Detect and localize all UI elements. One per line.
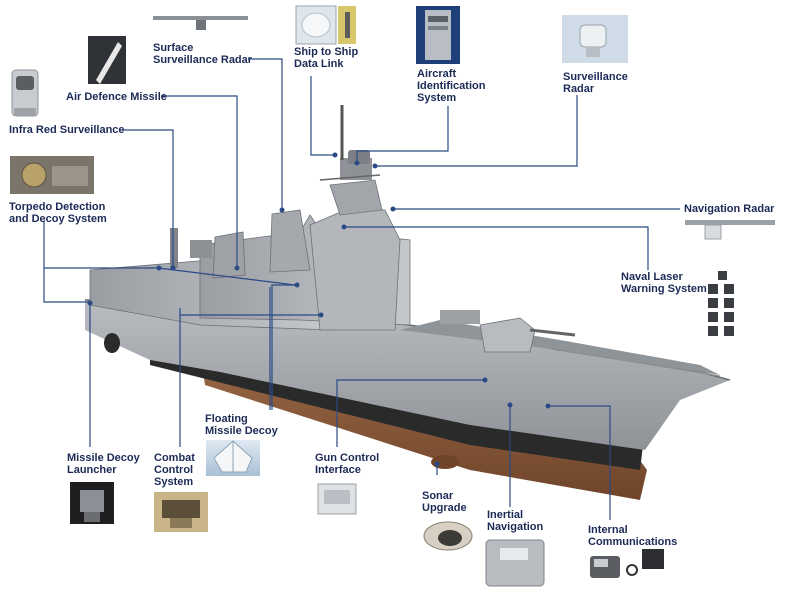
label-surface-surveillance-radar: Surface Surveillance Radar xyxy=(153,42,253,66)
torpedo-system-icon xyxy=(10,156,94,194)
combat-console-icon xyxy=(154,492,208,532)
label-naval-laser-warning-system: Naval Laser Warning System xyxy=(621,271,707,295)
leader-missile-decoy-b xyxy=(43,268,90,303)
surveillance-radar-icon xyxy=(562,15,628,63)
radar-dome xyxy=(348,150,370,164)
sonar-dome xyxy=(431,455,459,469)
label-torpedo-detection: Torpedo Detection and Decoy System xyxy=(9,201,107,225)
propeller xyxy=(104,333,120,353)
label-surveillance-radar: Surveillance Radar xyxy=(563,71,628,95)
decoy-launcher-icon xyxy=(70,482,114,524)
mast-yard xyxy=(319,174,381,181)
gun-control-unit-icon xyxy=(317,483,357,515)
leader-gun-control xyxy=(336,379,485,447)
label-inertial-navigation: Inertial Navigation xyxy=(487,509,544,533)
label-aircraft-identification-system: Aircraft Identification System xyxy=(417,68,486,104)
infra-red-camera-icon xyxy=(11,69,39,117)
label-sonar-upgrade: Sonar Upgrade xyxy=(422,490,467,514)
label-floating-missile-decoy: Floating Missile Decoy xyxy=(205,413,278,437)
mast-tower xyxy=(329,179,383,216)
intercom-equipment-icon xyxy=(590,549,664,578)
floating-decoy-icon xyxy=(206,440,260,476)
gun-turret xyxy=(479,317,536,353)
leader-surface-radar xyxy=(248,58,283,210)
laser-warning-sensors-icon xyxy=(708,271,734,336)
label-infra-red-surveillance: Infra Red Surveillance xyxy=(9,124,125,136)
leader-infra-red xyxy=(119,129,174,268)
leader-torpedo xyxy=(43,221,159,269)
label-combat-control-system: Combat Control System xyxy=(154,452,195,488)
leader-floating-decoy xyxy=(271,284,297,410)
leader-mid-b xyxy=(157,267,296,286)
leader-dots xyxy=(87,152,551,467)
iff-cabinet-icon xyxy=(416,6,460,64)
deck-railing xyxy=(559,349,721,377)
label-ship-to-ship-data-link: Ship to Ship Data Link xyxy=(294,46,359,70)
hull-main xyxy=(85,300,730,450)
forecastle-deck xyxy=(400,320,720,375)
label-internal-communications: Internal Communications xyxy=(588,524,678,548)
deck-vls xyxy=(440,310,480,324)
air-defence-missile-icon xyxy=(88,36,126,84)
leader-aircraft-id xyxy=(356,106,449,163)
label-gun-control-interface: Gun Control Interface xyxy=(315,452,380,476)
leader-internal-comms xyxy=(548,405,611,520)
leader-surveillance-radar xyxy=(375,95,578,167)
leader-naval-laser xyxy=(344,226,649,270)
sonar-array-icon xyxy=(423,521,473,551)
gun-barrel xyxy=(529,328,576,337)
inertial-nav-unit-icon xyxy=(485,539,545,587)
label-air-defence-missile: Air Defence Missile xyxy=(66,91,167,103)
surface-radar-icon xyxy=(153,16,248,30)
leader-lines xyxy=(43,58,680,520)
leader-ship-to-ship xyxy=(310,76,335,156)
leader-air-defence xyxy=(161,95,238,268)
label-navigation-radar: Navigation Radar xyxy=(684,203,775,215)
bridge-block xyxy=(309,207,401,331)
frigate-ship xyxy=(85,105,731,500)
funnel-aft xyxy=(212,231,246,279)
funnel-fwd xyxy=(269,209,311,273)
aft-radar xyxy=(190,240,212,258)
navigation-radar-icon xyxy=(685,220,775,240)
aft-mast xyxy=(170,228,178,268)
data-link-icon xyxy=(295,5,356,45)
label-missile-decoy-launcher: Missile Decoy Launcher xyxy=(67,452,140,476)
